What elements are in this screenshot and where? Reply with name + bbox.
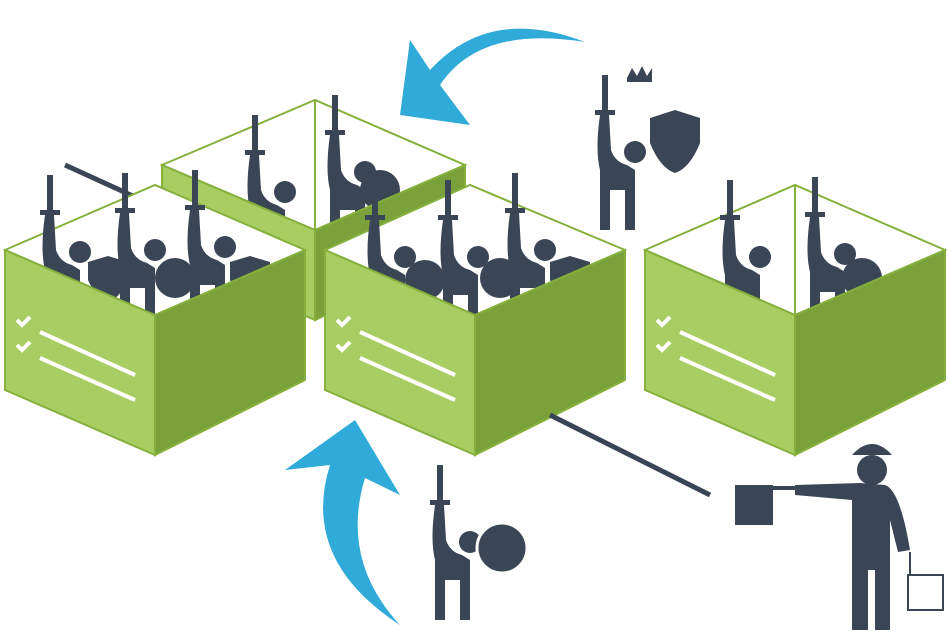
flag-icon	[735, 485, 773, 525]
warrior-figure-bottom	[430, 465, 529, 620]
container-box-right	[642, 177, 948, 457]
construction-worker	[735, 444, 944, 630]
curved-arrow-bottom	[285, 420, 400, 625]
container-box-middle	[322, 173, 628, 457]
king-warrior-figure	[595, 66, 700, 230]
connector-line-right	[548, 412, 712, 498]
curved-arrow-top	[400, 28, 585, 125]
clipboard-icon	[907, 574, 944, 611]
container-box-left	[2, 170, 308, 457]
